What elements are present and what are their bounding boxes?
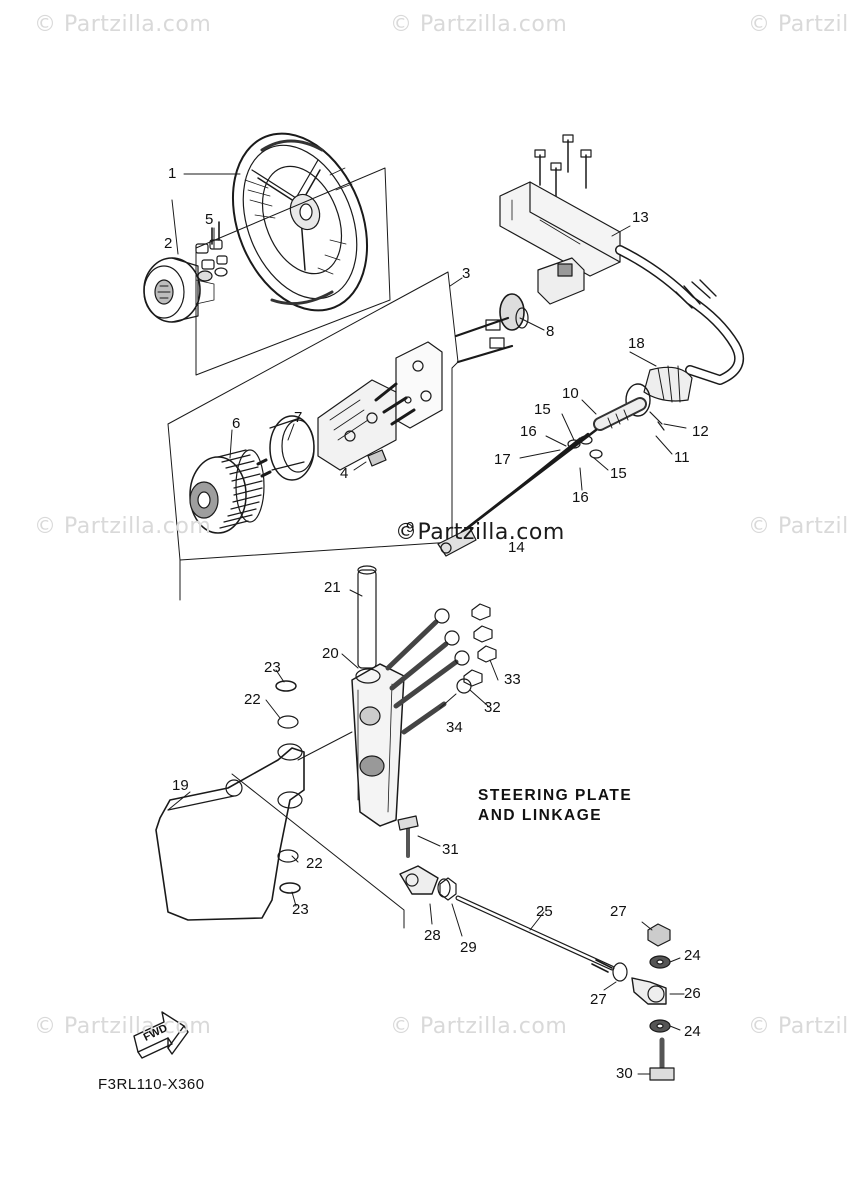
leader-lines	[167, 173, 687, 1075]
watermark: © Partzilla.com	[748, 1014, 848, 1039]
callout-28: 28	[424, 927, 441, 944]
helm-unit-art	[167, 271, 459, 601]
steering-wheel-art	[195, 132, 391, 376]
watermark: © Partzilla.com	[390, 1014, 568, 1039]
wheel-cap-art	[143, 257, 215, 323]
callout-29: 29	[460, 939, 477, 956]
callout-16b: 16	[572, 489, 589, 506]
callout-17: 17	[494, 451, 511, 468]
diagram-code: F3RL110-X360	[98, 1076, 205, 1093]
callout-22a: 22	[244, 691, 261, 708]
callout-16a: 16	[520, 423, 537, 440]
callout-20: 20	[322, 645, 339, 662]
callout-3: 3	[462, 265, 471, 282]
callout-10: 10	[562, 385, 579, 402]
callout-18: 18	[628, 335, 645, 352]
callout-26: 26	[684, 985, 701, 1002]
callout-15b: 15	[610, 465, 627, 482]
callout-24a: 24	[684, 947, 701, 964]
callout-32: 32	[484, 699, 501, 716]
nut-cluster-art	[195, 221, 228, 282]
callout-25: 25	[536, 903, 553, 920]
callout-13: 13	[632, 209, 649, 226]
callout-8: 8	[546, 323, 555, 340]
callout-23b: 23	[292, 901, 309, 918]
cylinder-unit-art	[437, 134, 744, 557]
watermark: © Partzilla.com	[390, 12, 568, 37]
callout-21: 21	[324, 579, 341, 596]
callout-14: 14	[508, 539, 525, 556]
callout-1: 1	[168, 165, 177, 182]
watermark: © Partzilla.com	[748, 12, 848, 37]
callout-33: 33	[504, 671, 521, 688]
callout-23a: 23	[264, 659, 281, 676]
callout-31: 31	[442, 841, 459, 858]
callout-15a: 15	[534, 401, 551, 418]
callout-19: 19	[172, 777, 189, 794]
callout-11: 11	[674, 449, 690, 466]
heading-line-2: AND LINKAGE	[478, 807, 603, 824]
callout-4: 4	[340, 465, 349, 482]
fwd-arrow-icon	[133, 1011, 189, 1059]
watermark: © Partzilla.com	[34, 1014, 212, 1039]
callout-34: 34	[446, 719, 463, 736]
watermark: © Partzilla.com	[34, 12, 212, 37]
callout-9: 9	[406, 519, 415, 536]
watermark: © Partzilla.com	[34, 514, 212, 539]
callout-5: 5	[205, 211, 214, 228]
callout-12: 12	[692, 423, 709, 440]
watermark: © Partzilla.com	[748, 514, 848, 539]
callout-30: 30	[616, 1065, 633, 1082]
callout-22b: 22	[306, 855, 323, 872]
callout-27b: 27	[590, 991, 607, 1008]
callout-6: 6	[232, 415, 241, 432]
watermark-center: ©Partzilla.com	[395, 520, 565, 545]
callout-2: 2	[164, 235, 173, 252]
callout-24b: 24	[684, 1023, 701, 1040]
callout-7: 7	[294, 409, 303, 426]
callout-27a: 27	[610, 903, 627, 920]
heading-line-1: STEERING PLATE	[478, 787, 633, 804]
diagram-heading: STEERING PLATE AND LINKAGE	[478, 786, 632, 826]
steering-plate-art	[155, 565, 675, 1081]
